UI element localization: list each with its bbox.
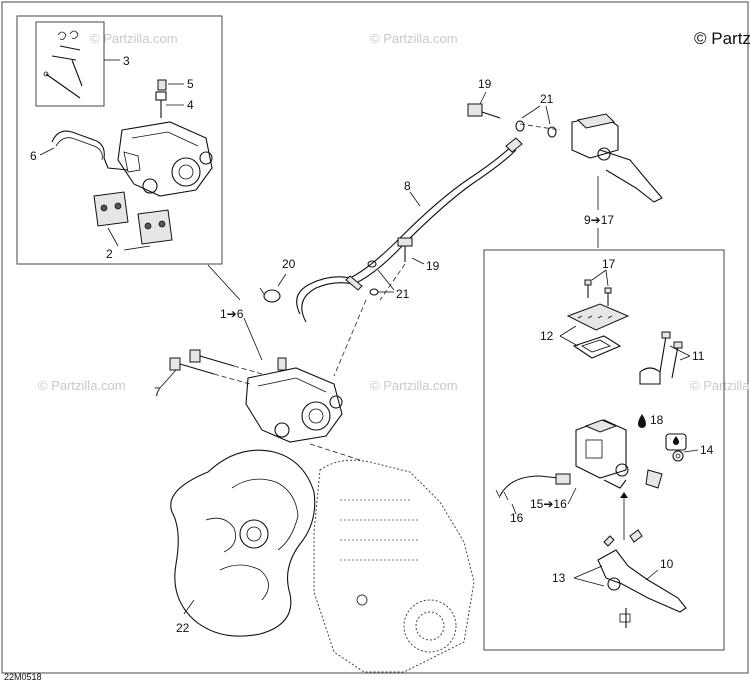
watermark-text: © Partzilla.com [370, 31, 458, 46]
brake-pipe [51, 130, 129, 171]
callout-21-upper: 21 [540, 92, 554, 106]
banjo-bolt-lower [367, 237, 413, 296]
handlebar-clamp [639, 331, 683, 385]
watermarks: © Partzilla.com © Partzilla.com © Partzi… [38, 31, 750, 393]
callout-9-17: 9➔17 [584, 213, 614, 227]
callout-19-lower: 19 [426, 259, 440, 273]
caliper-kit-box [16, 15, 223, 265]
watermark-text: © Partzilla.com [690, 378, 750, 393]
bolts [169, 349, 263, 385]
callout-18: 18 [650, 413, 664, 427]
copyright-text: © Partzilla.com [694, 29, 750, 48]
callout-13: 13 [552, 571, 566, 585]
reservoir-cover [566, 303, 630, 359]
callout-16: 16 [510, 511, 524, 525]
callout-15-16: 15➔16 [530, 497, 567, 511]
brake-hose [296, 137, 523, 323]
bleeder-screw [155, 79, 167, 118]
master-cylinder-body [575, 419, 629, 489]
pin-kit-parts [43, 30, 83, 99]
brake-pads [93, 191, 173, 245]
callout-7: 7 [154, 385, 161, 399]
callout-20: 20 [282, 257, 296, 271]
master-cylinder-assembled [571, 113, 663, 203]
callout-11: 11 [692, 349, 705, 363]
callout-8: 8 [404, 179, 411, 193]
oil-drop-icon [638, 414, 646, 428]
callout-5: 5 [187, 77, 194, 91]
callout-10: 10 [660, 557, 674, 571]
banjo-bolt-upper [467, 103, 557, 138]
drawing-code: 22M0518 [4, 672, 42, 682]
callout-6: 6 [30, 149, 37, 163]
dust-boot [645, 469, 663, 489]
grease-icon [665, 433, 687, 462]
hose-clamp [259, 287, 281, 303]
callout-3: 3 [123, 54, 130, 68]
caliper-assembled [245, 357, 343, 443]
chaincase-housing [313, 459, 475, 673]
callout-4: 4 [187, 98, 194, 112]
brake-disc [170, 449, 316, 637]
pin-kit-box [35, 21, 105, 107]
master-cylinder-detail-box [483, 249, 725, 651]
caliper-upper [117, 121, 213, 197]
callout-2: 2 [106, 247, 113, 261]
callout-1-6: 1➔6 [220, 307, 244, 321]
watermark-text: © Partzilla.com [38, 378, 126, 393]
brake-lever [597, 529, 687, 628]
callout-17: 17 [602, 257, 616, 271]
watermark-text: © Partzilla.com [370, 378, 458, 393]
callout-14: 14 [700, 443, 714, 457]
callout-19-upper: 19 [478, 77, 492, 91]
callout-12: 12 [540, 329, 554, 343]
brake-light-switch [495, 473, 571, 501]
cover-screws [584, 279, 612, 306]
callout-22: 22 [176, 621, 190, 635]
callout-21-lower: 21 [396, 287, 410, 301]
watermark-text: © Partzilla.com [90, 31, 178, 46]
